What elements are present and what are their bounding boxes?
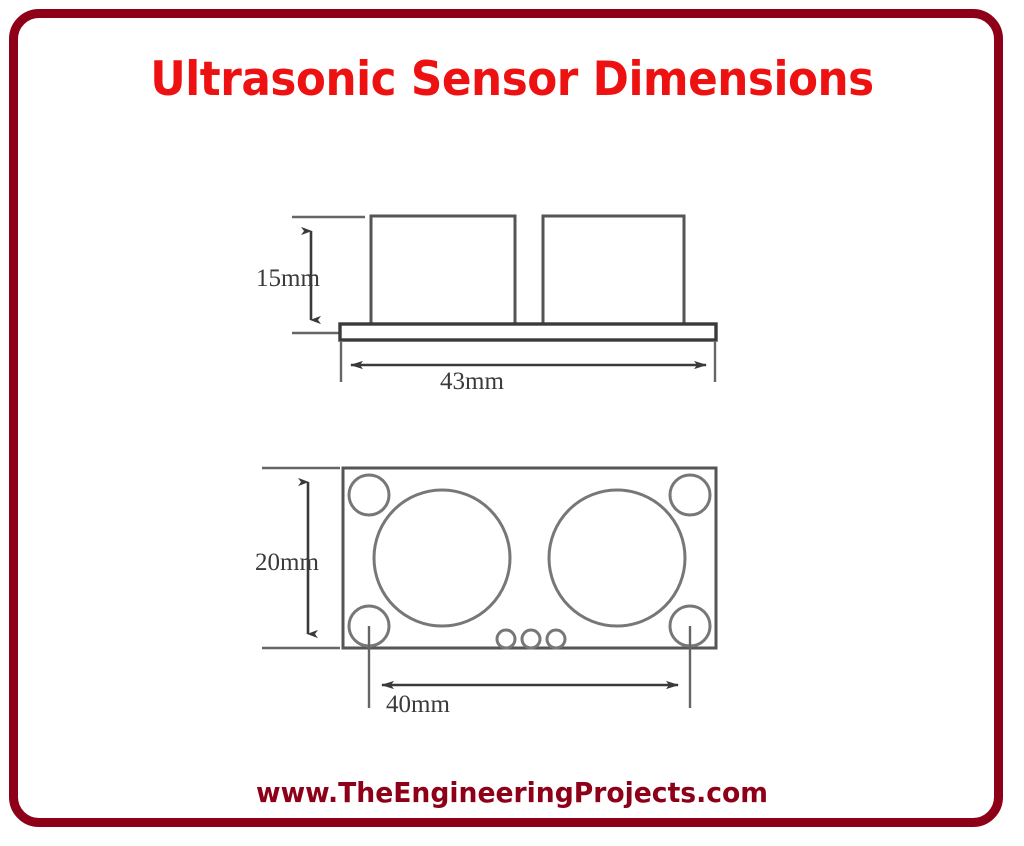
page-title: Ultrasonic Sensor Dimensions [150,52,874,107]
front-via-hole-3 [545,628,567,650]
side-height-dimension-label: 15mm [256,265,320,292]
front-width-dimension-label: 40mm [386,691,450,718]
front-height-dimension-label: 20mm [255,549,319,576]
front-pcb-outline [341,466,718,650]
side-width-dimension-label: 43mm [440,368,504,395]
front-view-group: 20mm 40mm [255,466,718,718]
side-transducer-right [541,214,686,326]
side-transducer-left [369,214,517,326]
page-border-frame [9,9,1003,827]
footer-website-url: www.TheEngineeringProjects.com [256,776,768,809]
side-pcb-board [338,322,718,342]
front-transducer-circle-left [372,488,512,628]
front-transducer-circle-right [547,488,687,628]
front-mounting-hole-top-right [668,473,712,517]
front-via-hole-2 [520,628,542,650]
front-mounting-hole-top-left [347,473,391,517]
front-via-hole-1 [495,628,517,650]
side-view-group: 15mm 43mm [256,214,718,395]
